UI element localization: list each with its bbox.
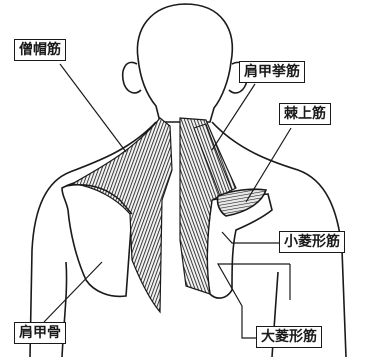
label-rhomboid-minor: 小菱形筋 xyxy=(279,231,345,253)
label-levator-scapulae: 肩甲挙筋 xyxy=(239,61,305,83)
leader-trapezius xyxy=(60,64,126,152)
label-supraspinatus: 棘上筋 xyxy=(279,103,331,125)
head-outline xyxy=(137,4,232,122)
label-scapula: 肩甲骨 xyxy=(14,322,66,344)
label-rhomboid-major: 大菱形筋 xyxy=(256,326,322,348)
left-ear xyxy=(123,62,141,93)
label-trapezius: 僧帽筋 xyxy=(14,39,66,61)
leader-scapula xyxy=(44,262,102,322)
